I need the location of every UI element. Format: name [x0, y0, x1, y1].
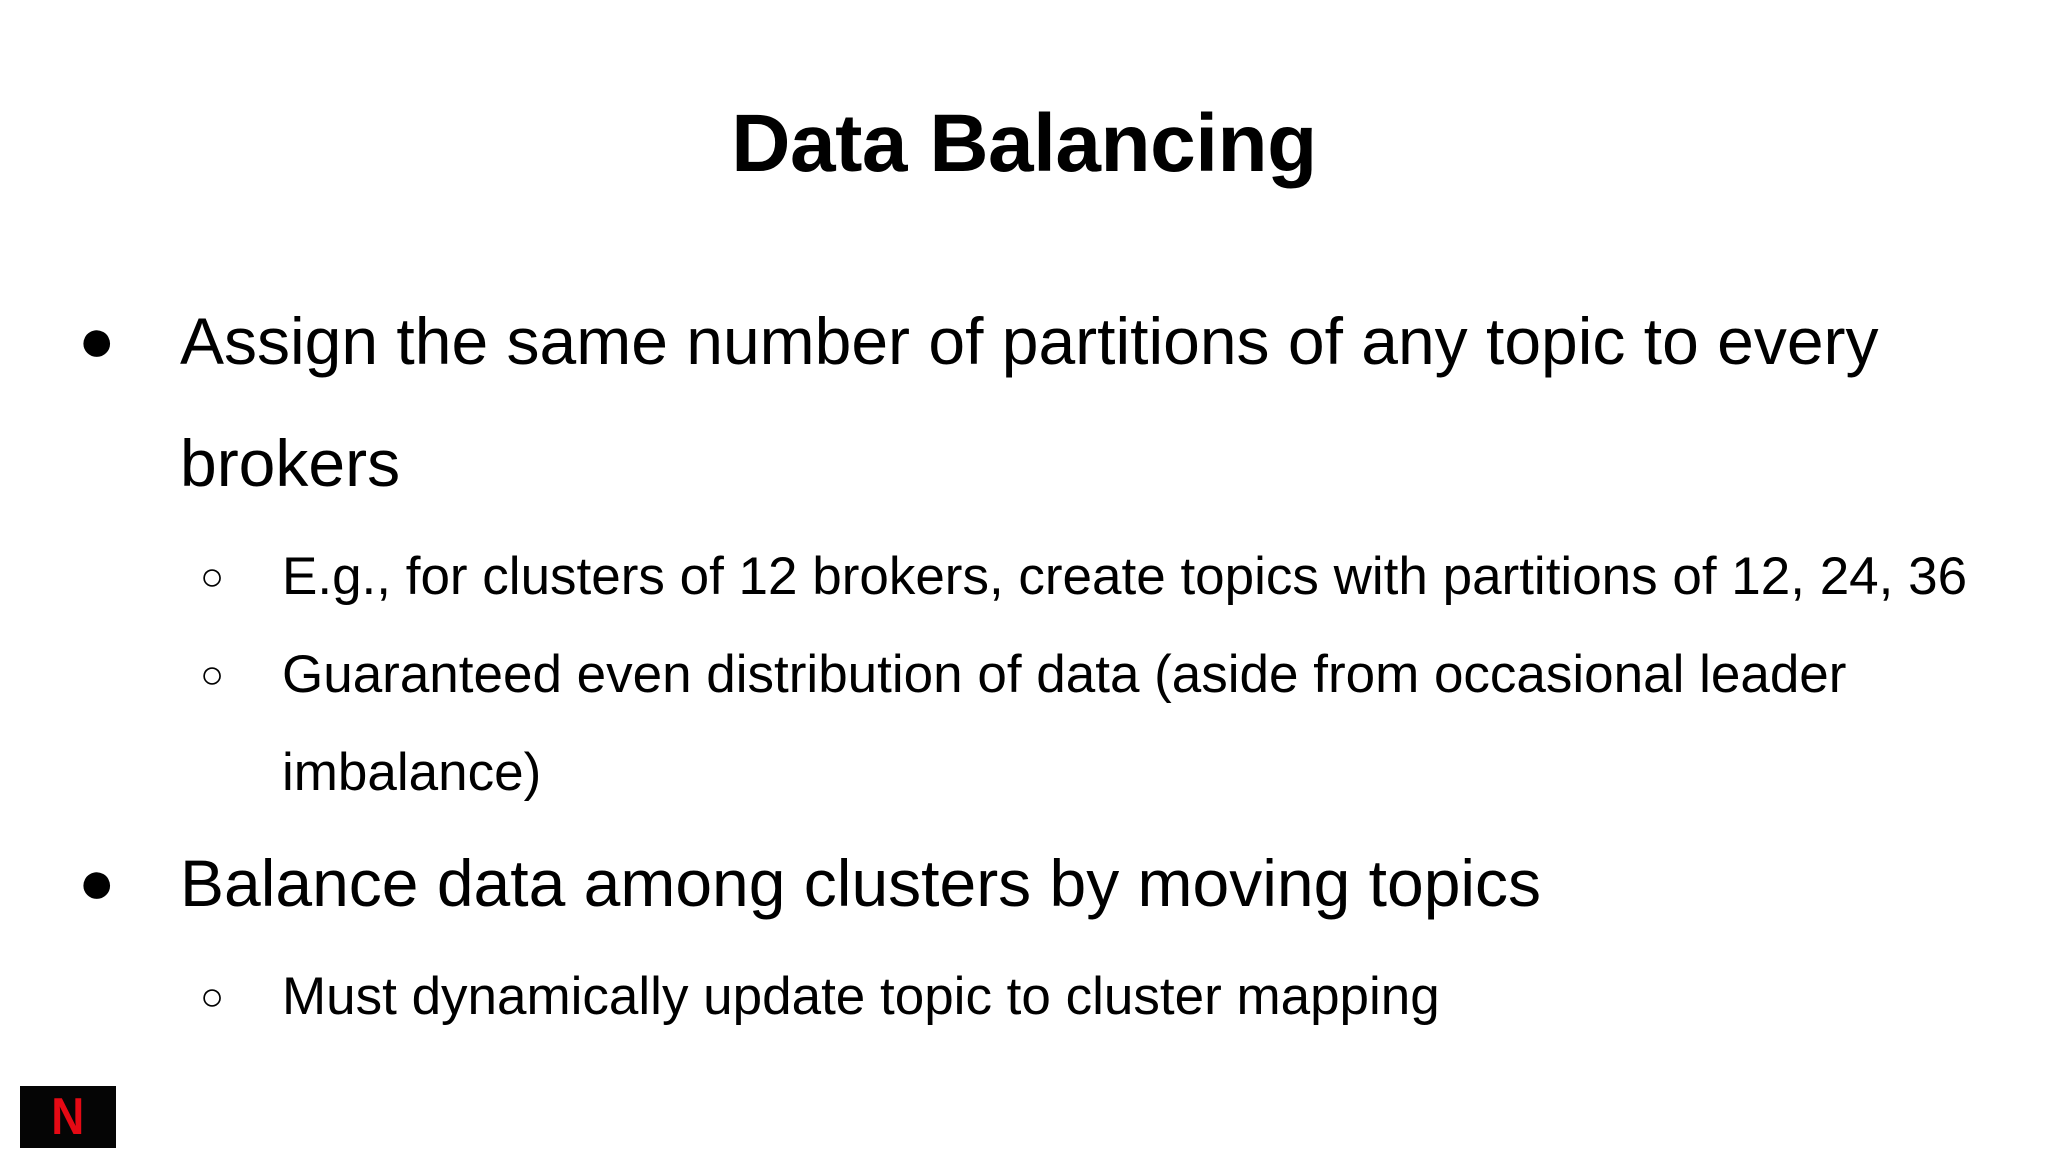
filled-bullet-icon: ●: [78, 306, 116, 375]
list-item: ● Balance data among clusters by moving …: [0, 822, 2048, 944]
list-item: ○ E.g., for clusters of 12 brokers, crea…: [0, 528, 2048, 626]
netflix-n-letter: N: [51, 1088, 85, 1146]
hollow-bullet-icon: ○: [200, 653, 225, 697]
list-item: ● Assign the same number of partitions o…: [0, 280, 2048, 524]
hollow-bullet-icon: ○: [200, 975, 225, 1019]
list-item-label: Must dynamically update topic to cluster…: [282, 967, 1440, 1026]
list-item-label: E.g., for clusters of 12 brokers, create…: [282, 547, 1968, 606]
hollow-bullet-icon: ○: [200, 555, 225, 599]
list-item-label: Guaranteed even distribution of data (as…: [282, 645, 1847, 802]
list-item-label: Balance data among clusters by moving to…: [180, 846, 1542, 920]
list-item-label: Assign the same number of partitions of …: [180, 304, 1879, 500]
page-title: Data Balancing: [731, 98, 1317, 189]
list-item: ○ Must dynamically update topic to clust…: [0, 948, 2048, 1046]
filled-bullet-icon: ●: [78, 848, 116, 917]
bullet-list: ● Assign the same number of partitions o…: [0, 280, 2048, 1046]
netflix-logo: N: [20, 1086, 116, 1148]
list-item: ○ Guaranteed even distribution of data (…: [0, 626, 2048, 822]
